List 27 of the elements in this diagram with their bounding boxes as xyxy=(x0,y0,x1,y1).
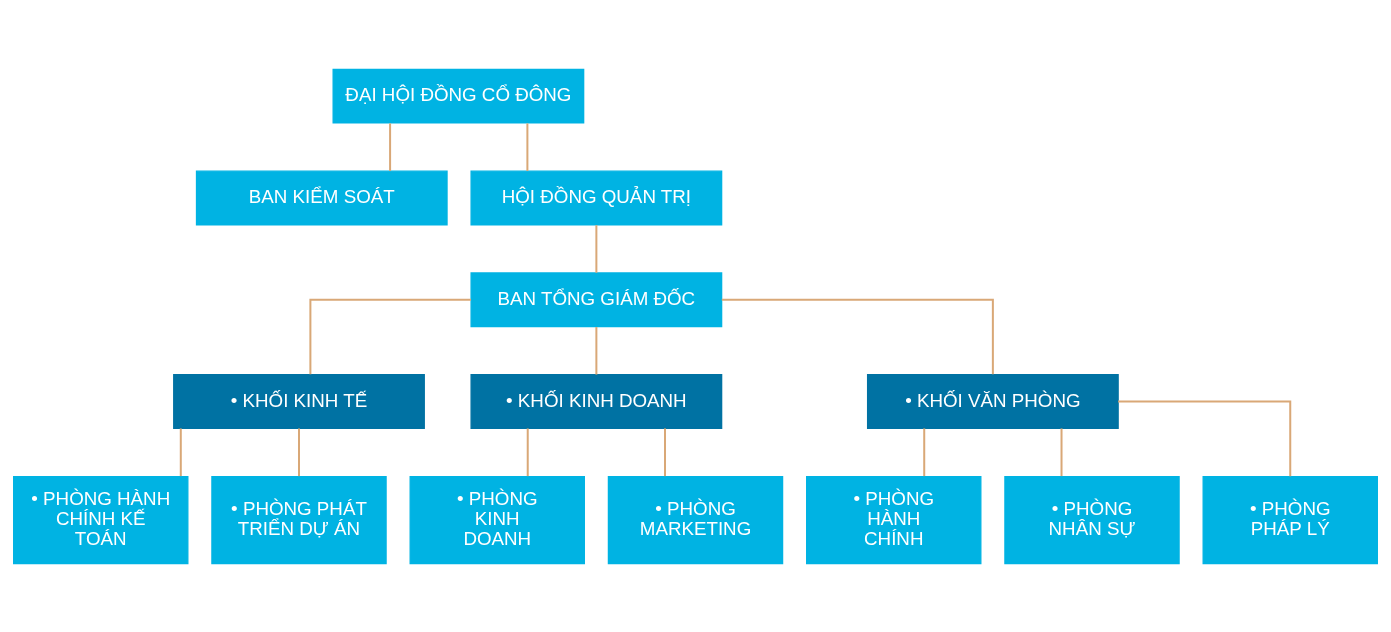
node-box: • PHÒNG KINH DOANH xyxy=(409,475,585,564)
node-box: • PHÒNG PHÁP LÝ xyxy=(1202,475,1378,564)
node-box: • PHÒNG PHÁT TRIỂN DỰ ÁN xyxy=(211,475,387,564)
node-box: • PHÒNG HÀNH CHÍNH xyxy=(806,475,982,564)
node-box: • KHỐI VĂN PHÒNG xyxy=(866,373,1119,429)
node-box: • KHỐI KINH DOANH xyxy=(470,373,723,429)
connector xyxy=(595,326,598,375)
node-box: • KHỐI KINH TẾ xyxy=(173,373,425,429)
node-box: BAN TỔNG GIÁM ĐỐC xyxy=(470,271,723,327)
connector xyxy=(389,122,392,171)
connector xyxy=(595,224,598,273)
node-box: HỘI ĐỒNG QUẢN TRỊ xyxy=(470,170,723,225)
connector xyxy=(721,298,994,374)
connector xyxy=(309,298,471,374)
node-box: BAN KIỂM SOÁT xyxy=(195,170,448,225)
connector xyxy=(179,427,182,476)
connector xyxy=(526,122,529,171)
node-box: • PHÒNG MARKETING xyxy=(607,475,784,564)
node-box: ĐẠI HỘI ĐỒNG CỔ ĐÔNG xyxy=(332,68,585,124)
connector xyxy=(1060,427,1063,476)
connector xyxy=(664,427,667,476)
node-box: • PHÒNG HÀNH CHÍNH KẾ TOÁN xyxy=(13,475,189,564)
node-box: • PHÒNG NHÂN SỰ xyxy=(1004,475,1180,564)
connector xyxy=(298,427,300,476)
connector xyxy=(526,427,529,476)
connector xyxy=(1118,400,1292,476)
connector xyxy=(923,427,926,476)
